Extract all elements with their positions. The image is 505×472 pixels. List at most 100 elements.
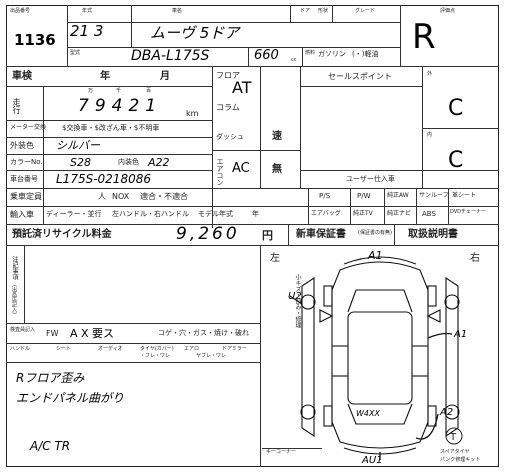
svg-text:T: T: [449, 432, 457, 443]
door-label: ドア: [300, 8, 311, 14]
mileage-value: 79421: [78, 96, 163, 116]
notes-label: 注記事項: [11, 256, 18, 280]
nox-label: NOX: [112, 192, 130, 201]
row-options: ヤブレ・ワレ: [196, 353, 227, 359]
inspector-label: 検査員記入: [10, 327, 36, 333]
capacity-label: 乗車定員: [10, 192, 42, 201]
year-mark: 年: [252, 210, 259, 218]
model-label: 型式: [70, 50, 81, 56]
name-value: ムーヴ 5ドア: [150, 24, 240, 42]
tire-options: ・フレ・ワレ: [140, 353, 171, 359]
soku-label: 速: [272, 131, 282, 142]
mu-label: 無: [272, 164, 282, 175]
fw-value: A X 要ス: [70, 327, 115, 340]
equip-dvd: DVDチェーナー: [450, 209, 487, 215]
recycle-unit: 円: [262, 229, 273, 242]
displacement-unit: cc: [291, 57, 297, 63]
warranty-label: 新車保証書: [296, 229, 346, 240]
exterior-grade-label: 外: [427, 71, 433, 77]
shaken-year-label: 年: [100, 71, 110, 82]
aero-check-label: エアロ: [184, 346, 200, 352]
equip-pw: P/W: [357, 192, 371, 200]
diagram-u2-left: U2: [288, 291, 302, 302]
ac-label: エアコン: [216, 158, 224, 186]
score-value: R: [412, 17, 436, 57]
grade-label: グレード: [355, 8, 376, 14]
man-label: 万: [88, 88, 94, 94]
nox-options: 適合・不適合: [140, 192, 188, 201]
interior-grade-label: 内: [427, 132, 433, 138]
meter-label: メーター交換: [10, 124, 47, 131]
diagram-a1-top: A1: [368, 249, 383, 262]
shift-value: AT: [232, 78, 252, 97]
diagram-right-label: 右: [470, 253, 480, 264]
import-label: 輸入車: [10, 210, 34, 219]
shaken-month-label: 月: [160, 71, 170, 82]
car-diagram: [289, 256, 460, 460]
equip-abs: ABS: [422, 210, 436, 218]
diagram-left-label: 左: [270, 253, 280, 264]
mileage-unit: km: [186, 109, 199, 118]
model-value: DBA-L175S: [131, 48, 210, 64]
handle-check-label: ハンドル: [10, 346, 31, 352]
fuel-extra: (・)軽油: [352, 50, 379, 58]
fuel-label: 燃料: [305, 50, 316, 56]
fuel-value: ガソリン: [318, 50, 346, 58]
spare-tire-label: スペアタイヤ: [440, 449, 470, 455]
spare-tire-icon: T: [445, 427, 463, 445]
note-line-1: Rフロア歪み: [16, 371, 85, 385]
warranty-note: (保証書の有無): [358, 230, 392, 236]
damage-row: コゲ・穴・ガス・焼け・破れ: [158, 329, 249, 337]
capacity-unit: 人: [98, 192, 106, 201]
handle-options: 左ハンドル・右ハンドル: [112, 210, 189, 218]
floor-label: フロア: [216, 71, 240, 80]
shaken-label: 車検: [12, 71, 32, 82]
audio-check-label: オーディオ: [98, 346, 123, 352]
recycle-label: 預託済リサイクル料金: [12, 229, 112, 240]
equip-navi: 純正ナビ: [387, 210, 412, 217]
chassis-value: L175S-0218086: [56, 172, 151, 186]
exterior-color-value: シルバー: [56, 139, 100, 152]
year-label: 年式: [82, 8, 93, 14]
ac-value: AC: [232, 161, 250, 176]
displacement-value: 660: [254, 48, 279, 63]
model-year-label: モデル年式: [198, 210, 233, 218]
note-line-3: A/C TR: [30, 439, 71, 453]
equip-sunroof: サンルーフ: [419, 192, 449, 199]
import-options: ディーラー・並行: [46, 210, 102, 218]
tire-check-label: タイヤ(カバー): [140, 346, 174, 352]
sen-label: 千: [116, 88, 122, 94]
diagram-rear-mark: W4XX: [356, 409, 380, 418]
user-stock-label: ユーザー仕入車: [346, 175, 395, 183]
fw-label: FW: [46, 329, 59, 338]
recycle-value: 9,260: [176, 224, 240, 244]
trim-color-label: 内装色: [118, 158, 139, 166]
exterior-color-label: 外装色: [10, 141, 34, 150]
color-no-value: S28: [70, 156, 91, 169]
equip-leather: 革シート: [452, 192, 477, 199]
equip-tv: 純正TV: [353, 210, 373, 217]
seat-check-label: シート: [56, 346, 72, 352]
equip-ps: P/S: [319, 192, 331, 200]
diagram-a2: A2: [440, 407, 454, 418]
exterior-grade-value: C: [448, 96, 464, 121]
lot-label: 出品番号: [10, 8, 31, 14]
equip-aw: 純正AW: [387, 192, 409, 199]
hyaku-label: 百: [146, 88, 152, 94]
key-corner-label: キーコーナー: [266, 449, 297, 455]
note-line-2: エンドパネル曲がり: [16, 391, 125, 405]
diagram-a1-mid: A1: [454, 329, 468, 340]
year-value: 21 3: [70, 22, 104, 40]
dash-label: ダッシュ: [216, 133, 244, 141]
lot-number: 1136: [14, 31, 56, 49]
equip-airbag: エアバッグ: [311, 210, 341, 217]
mirror-check-label: ドアミラー: [222, 346, 247, 352]
trim-color-value: A22: [148, 156, 170, 169]
repair-kit-label: パンク修理キット: [440, 457, 481, 463]
diagram-bottom-mark: AU1: [362, 455, 383, 466]
sheet-frame: [6, 5, 499, 467]
interior-grade-value: C: [448, 148, 464, 173]
form-label: 形状: [318, 8, 329, 14]
column-label: コラム: [216, 103, 240, 112]
